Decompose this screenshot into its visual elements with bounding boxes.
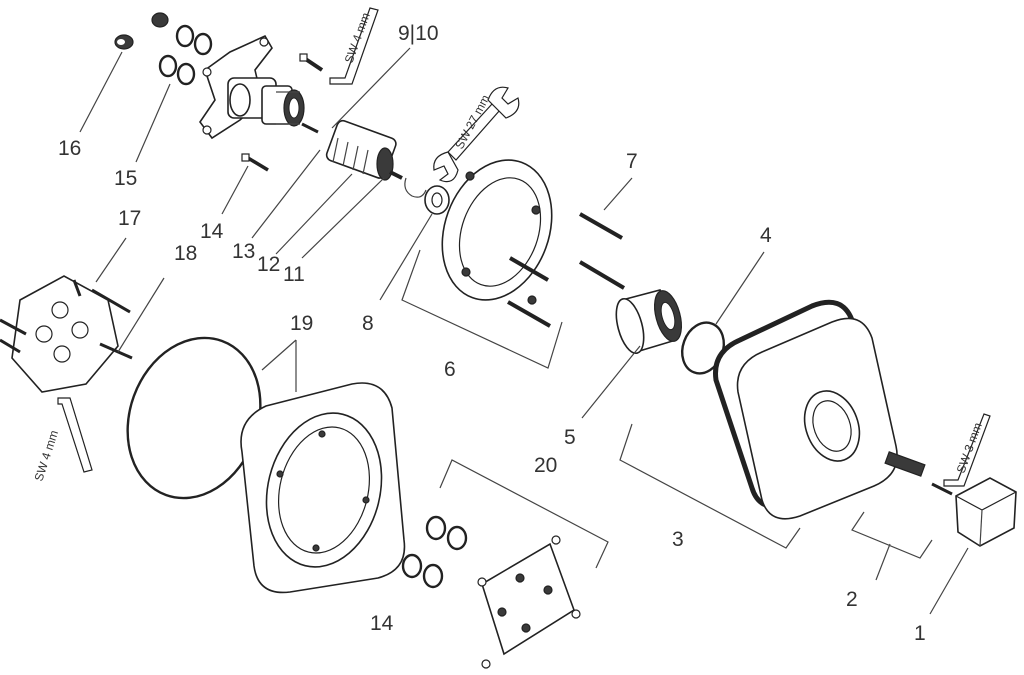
- label-7: 7: [626, 150, 638, 173]
- label-17: 17: [118, 207, 141, 230]
- label-5: 5: [564, 426, 576, 449]
- label-4: 4: [760, 224, 772, 247]
- part-14-orings-lower: [401, 515, 468, 589]
- sw3-label: SW 3 mm: [954, 421, 985, 475]
- part-19-trim-frame: [240, 382, 406, 594]
- leader-lines: [79, 47, 969, 615]
- label-2: 2: [846, 588, 858, 611]
- label-8: 8: [362, 312, 374, 335]
- hex-key-sw3: SW 3 mm: [943, 413, 991, 487]
- part-valve-body: [199, 34, 319, 140]
- label-1: 1: [914, 622, 926, 645]
- label-14-lower: 14: [370, 612, 394, 635]
- part-5-sleeve: [615, 289, 683, 355]
- label-18: 18: [174, 242, 197, 265]
- part-8-nut: [424, 185, 450, 215]
- label-14-upper: 14: [200, 220, 224, 243]
- label-11: 11: [283, 263, 305, 286]
- label-13: 13: [232, 240, 255, 263]
- part-2-spindle: [884, 451, 953, 496]
- part-1-knob: [955, 477, 1017, 547]
- part-16-nut: [114, 34, 134, 50]
- part-3-cover-plate: [713, 299, 898, 520]
- label-20: 20: [534, 454, 557, 477]
- hex-key-top: SW 4 mm: [329, 7, 379, 85]
- screw-top: [299, 53, 324, 72]
- part-6-mounting-plate: [441, 159, 553, 328]
- part-14-screw-upper: [241, 153, 269, 172]
- label-3: 3: [672, 528, 684, 551]
- label-9-10: 9|10: [398, 22, 439, 45]
- part-7-screws: [578, 212, 626, 290]
- sw4-left-label: SW 4 mm: [32, 429, 62, 483]
- label-19: 19: [290, 312, 313, 335]
- part-cartridge: [325, 119, 427, 198]
- hex-key-left: SW 4 mm: [32, 397, 93, 483]
- part-labels: 16 15 9|10 14 13 12 11 17 18 19 8 6 7 4 …: [58, 22, 926, 645]
- part-17-bracket: [0, 275, 133, 393]
- part-20-plate: [477, 535, 581, 669]
- label-16: 16: [58, 137, 81, 160]
- label-6: 6: [444, 358, 456, 381]
- label-12: 12: [257, 253, 280, 276]
- part-15-orings: [151, 12, 213, 86]
- label-15: 15: [114, 167, 137, 190]
